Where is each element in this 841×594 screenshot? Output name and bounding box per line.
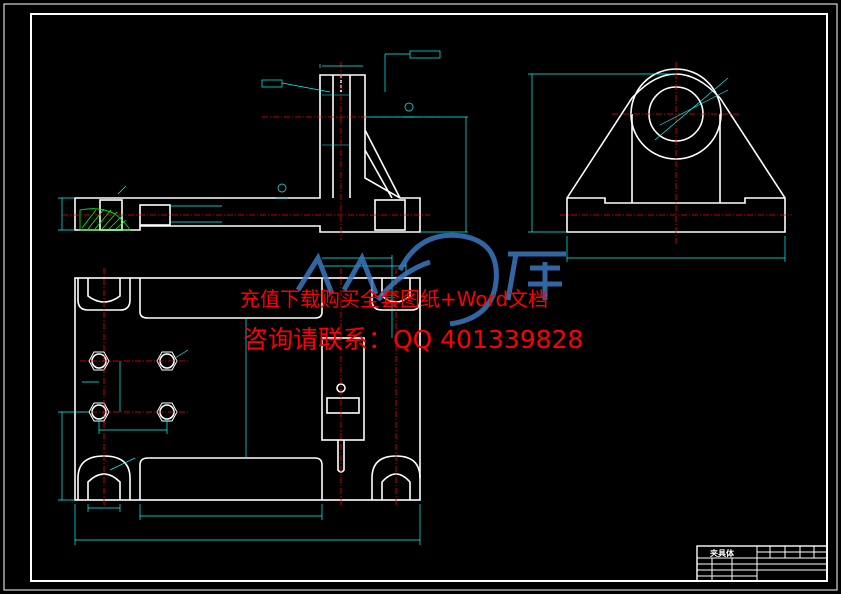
outer-border [3,3,838,591]
title-block-part-name: 夹具体 [710,549,734,558]
title-block [696,545,828,582]
watermark-text-line2: 咨询请联系：QQ 401339828 [243,325,584,354]
inner-border [30,13,828,582]
watermark-logo [295,232,566,327]
front-view-centerlines [62,62,440,240]
side-view-dimensions [528,73,786,262]
front-view [74,74,421,233]
side-view-centerlines [560,62,792,245]
top-view-centerlines [80,268,397,505]
front-view-dimensions [58,50,468,233]
section-hatch [79,208,131,231]
watermark-text-line1: 充值下载购买全套图纸+Word文档 [240,287,549,311]
